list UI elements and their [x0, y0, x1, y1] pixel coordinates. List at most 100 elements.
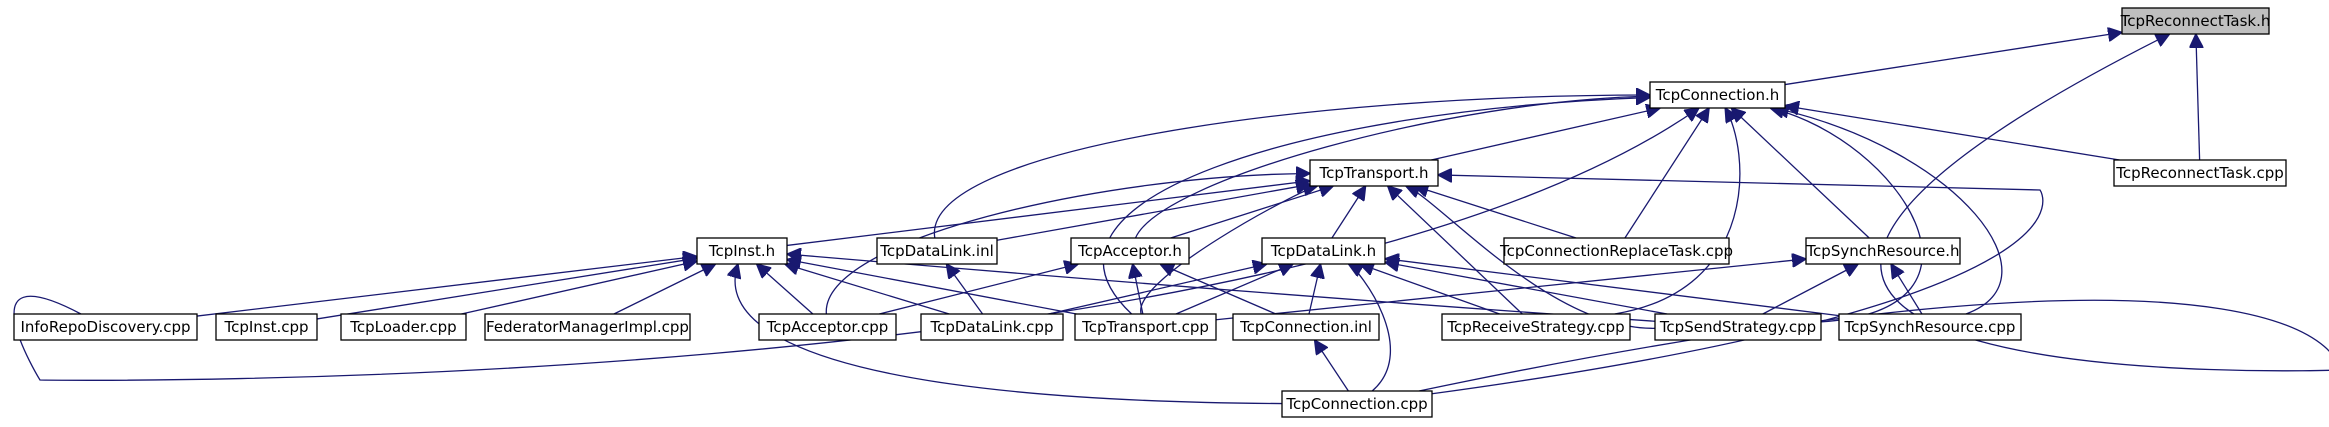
node-label: TcpReceiveStrategy.cpp: [1446, 318, 1624, 336]
node-label: TcpSendStrategy.cpp: [1659, 318, 1816, 336]
edge-TcpConnectionReplaceTask_cpp-to-TcpTransport_h: [1414, 186, 1577, 239]
node-TcpDataLink_inl[interactable]: TcpDataLink.inl: [876, 237, 998, 265]
node-box: [1309, 159, 1439, 187]
node-label: TcpReconnectTask.h: [2120, 12, 2271, 30]
node-TcpAcceptor_cpp[interactable]: TcpAcceptor.cpp: [758, 313, 897, 341]
edge-TcpReceiveStrategy_cpp-to-TcpTransport_h: [1388, 186, 1523, 315]
node-TcpDataLink_cpp[interactable]: TcpDataLink.cpp: [920, 313, 1064, 341]
edge-TcpSendStrategy_cpp-to-TcpSynchResource_h: [1762, 264, 1858, 315]
edge-TcpSynchResource_cpp-to-TcpConnection_h: [1775, 108, 2003, 315]
edge-TcpDataLink_h-to-TcpTransport_h: [1331, 186, 1366, 239]
node-TcpAcceptor_h[interactable]: TcpAcceptor.h: [1070, 237, 1190, 265]
node-box: [2121, 7, 2270, 35]
node-box: [1441, 313, 1631, 341]
edge-FederatorManagerImpl_cpp-to-TcpInst_h: [613, 264, 716, 315]
node-box: [1261, 237, 1386, 265]
node-FederatorManagerImpl_cpp[interactable]: FederatorManagerImpl.cpp: [484, 313, 691, 341]
node-box: [1232, 313, 1380, 341]
node-TcpReconnectTask_cpp[interactable]: TcpReconnectTask.cpp: [2113, 159, 2287, 187]
node-TcpSendStrategy_cpp[interactable]: TcpSendStrategy.cpp: [1654, 313, 1822, 341]
edge-TcpConnection_h-to-TcpReconnectTask_h: [1784, 32, 2122, 86]
edge-TcpTransport_cpp-to-TcpTransport_h: [1140, 186, 1318, 315]
node-box: [1654, 313, 1822, 341]
edge-TcpDataLink_cpp-to-TcpInst_h: [785, 264, 950, 315]
node-box: [1503, 237, 1730, 265]
node-TcpReconnectTask_h[interactable]: TcpReconnectTask.h: [2120, 7, 2271, 35]
edge-TcpDataLink_cpp-to-TcpDataLink_h: [1048, 264, 1267, 315]
node-label: TcpConnection.h: [1655, 86, 1780, 104]
edge-TcpDataLink_cpp-to-TcpDataLink_inl: [946, 264, 984, 315]
node-box: [484, 313, 691, 341]
edge-layer: [13, 32, 2329, 405]
edge-TcpConnection_inl-to-TcpDataLink_h: [1308, 264, 1321, 315]
node-box: [1649, 81, 1786, 109]
node-label: TcpDataLink.h: [1270, 242, 1376, 260]
edge-TcpSendStrategy_cpp-to-TcpInst_h: [787, 254, 1656, 322]
node-label: TcpConnection.cpp: [1285, 395, 1427, 413]
node-TcpSynchResource_h[interactable]: TcpSynchResource.h: [1805, 237, 1961, 265]
node-box: [876, 237, 998, 265]
node-InfoRepoDiscovery_cpp[interactable]: InfoRepoDiscovery.cpp: [13, 313, 198, 341]
node-TcpTransport_h[interactable]: TcpTransport.h: [1309, 159, 1439, 187]
edge-TcpConnection_cpp-to-TcpInst_h: [735, 264, 1283, 405]
node-box: [1805, 237, 1961, 265]
edge-TcpSynchResource_cpp-to-TcpDataLink_h: [1385, 259, 1840, 317]
edge-TcpAcceptor_cpp-to-TcpTransport_h: [825, 173, 1310, 315]
node-label: TcpDataLink.inl: [879, 242, 994, 260]
node-box: [340, 313, 467, 341]
node-box: [1074, 313, 1217, 341]
edge-TcpTransport_cpp-to-TcpInst_h: [787, 259, 1077, 315]
edge-TcpTransport_cpp-to-TcpConnection_h: [1102, 97, 1650, 315]
edge-TcpReconnectTask_cpp-to-TcpConnection_h: [1785, 106, 2120, 161]
node-box: [215, 313, 318, 341]
edge-TcpConnection_cpp-to-TcpConnection_inl: [1315, 340, 1349, 392]
node-box: [920, 313, 1064, 341]
node-TcpSynchResource_cpp[interactable]: TcpSynchResource.cpp: [1838, 313, 2022, 341]
node-TcpConnection_cpp[interactable]: TcpConnection.cpp: [1281, 390, 1433, 418]
edge-TcpConnection_cpp-to-TcpReconnectTask_h: [1418, 34, 2329, 392]
edge-TcpTransport_h-to-TcpConnection_h: [1431, 108, 1660, 161]
node-TcpConnectionReplaceTask_cpp[interactable]: TcpConnectionReplaceTask.cpp: [1499, 237, 1733, 265]
node-box: [1838, 313, 2022, 341]
node-label: TcpInst.cpp: [223, 318, 308, 336]
edge-TcpTransport_cpp-to-TcpAcceptor_h: [1133, 264, 1144, 315]
node-TcpTransport_cpp[interactable]: TcpTransport.cpp: [1074, 313, 1217, 341]
node-TcpDataLink_h[interactable]: TcpDataLink.h: [1261, 237, 1386, 265]
node-label: TcpAcceptor.h: [1077, 242, 1182, 260]
node-TcpConnection_h[interactable]: TcpConnection.h: [1649, 81, 1786, 109]
node-label: TcpLoader.cpp: [349, 318, 456, 336]
node-label: TcpConnection.inl: [1239, 318, 1372, 336]
node-label: TcpConnectionReplaceTask.cpp: [1499, 242, 1733, 260]
node-TcpReceiveStrategy_cpp[interactable]: TcpReceiveStrategy.cpp: [1441, 313, 1631, 341]
node-label: TcpTransport.h: [1318, 164, 1428, 182]
edge-TcpReceiveStrategy_cpp-to-TcpConnection_h: [1614, 108, 1741, 315]
node-box: [13, 313, 198, 341]
edge-TcpTransport_cpp-to-TcpSynchResource_h: [1215, 259, 1806, 321]
edge-TcpTransport_cpp-to-TcpDataLink_h: [1175, 264, 1293, 315]
node-box: [696, 237, 788, 265]
edge-TcpDataLink_inl-to-TcpConnection_h: [934, 95, 1650, 239]
node-TcpLoader_cpp[interactable]: TcpLoader.cpp: [340, 313, 467, 341]
node-TcpConnection_inl[interactable]: TcpConnection.inl: [1232, 313, 1380, 341]
edge-TcpSendStrategy_cpp-to-TcpConnection_h: [1770, 108, 1923, 323]
node-box: [2113, 159, 2287, 187]
edge-TcpConnection_inl-to-TcpAcceptor_h: [1160, 264, 1277, 315]
edge-InfoRepoDiscovery_cpp-to-TcpInst_h: [196, 256, 697, 317]
node-box: [1070, 237, 1190, 265]
edge-TcpDataLink_inl-to-TcpTransport_h: [996, 184, 1310, 241]
edge-TcpAcceptor_cpp-to-TcpInst_h: [757, 264, 814, 315]
edge-TcpConnection_cpp-to-TcpTransport_h: [1431, 175, 2044, 395]
node-label: TcpReconnectTask.cpp: [2115, 164, 2284, 182]
edge-TcpAcceptor_cpp-to-TcpAcceptor_h: [879, 264, 1078, 315]
node-label: FederatorManagerImpl.cpp: [486, 318, 689, 336]
node-label: TcpDataLink.cpp: [930, 318, 1054, 336]
node-box: [758, 313, 897, 341]
edge-TcpReconnectTask_cpp-to-TcpReconnectTask_h: [2196, 34, 2200, 161]
node-label: TcpSynchResource.cpp: [1844, 318, 2016, 336]
node-TcpInst_h[interactable]: TcpInst.h: [696, 237, 788, 265]
edge-TcpSynchResource_cpp-to-TcpSynchResource_h: [1891, 264, 1923, 315]
node-label: TcpInst.h: [708, 242, 775, 260]
node-label: TcpAcceptor.cpp: [766, 318, 889, 336]
node-TcpInst_cpp[interactable]: TcpInst.cpp: [215, 313, 318, 341]
